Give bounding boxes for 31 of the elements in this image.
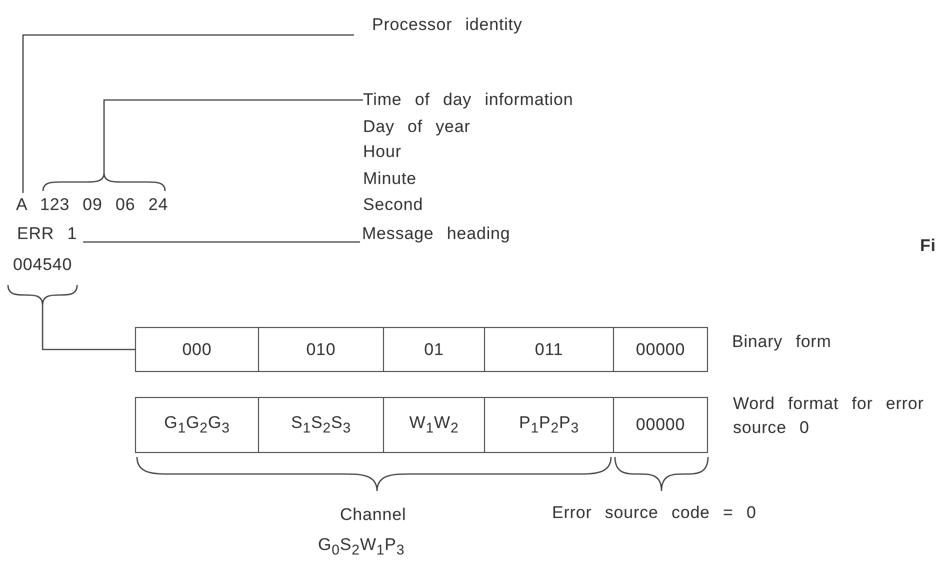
word-field: W$_{1}$W$_{2}$: [383, 397, 485, 453]
formula-text: G$_{0}$S$_{2}$W$_{1}$P$_{3}$: [318, 534, 405, 560]
binary-field: 011: [484, 327, 614, 372]
brace-label: Channel: [340, 504, 406, 526]
binary-field: 00000: [613, 327, 708, 372]
word-field: 00000: [613, 397, 708, 453]
annotation-text: Processor identity: [372, 13, 522, 37]
leader-line: [22, 34, 354, 193]
annotation-text: Message heading: [362, 222, 510, 246]
brace-label: Error source code = 0: [552, 502, 756, 524]
binary-field: 010: [258, 327, 384, 372]
leader-line: [83, 241, 360, 243]
word-field: S$_{1}$S$_{2}$S$_{3}$: [258, 397, 384, 453]
row-label: Word format for error source 0: [733, 393, 925, 439]
printout-text: ERR 1: [17, 222, 78, 246]
binary-field: 000: [135, 327, 259, 372]
printout-text: 004540: [13, 253, 72, 277]
annotation-text: Time of day information: [363, 88, 574, 112]
annotation-text: Second: [363, 194, 424, 216]
word-field: G$_{1}$G$_{2}$G$_{3}$: [135, 397, 259, 453]
leader-line: [103, 99, 363, 173]
figure-caption: Fi: [920, 235, 936, 257]
annotation-text: Day of year: [363, 116, 470, 138]
printout-text: 123 09 06 24: [40, 193, 168, 217]
annotation-text: Minute: [363, 168, 416, 190]
row-label: Binary form: [732, 331, 832, 353]
binary-field: 01: [383, 327, 485, 372]
word-field: P$_{1}$P$_{2}$P$_{3}$: [484, 397, 614, 453]
printout-text: A: [16, 193, 28, 217]
leader-line: [42, 305, 135, 350]
annotation-text: Hour: [363, 141, 402, 163]
